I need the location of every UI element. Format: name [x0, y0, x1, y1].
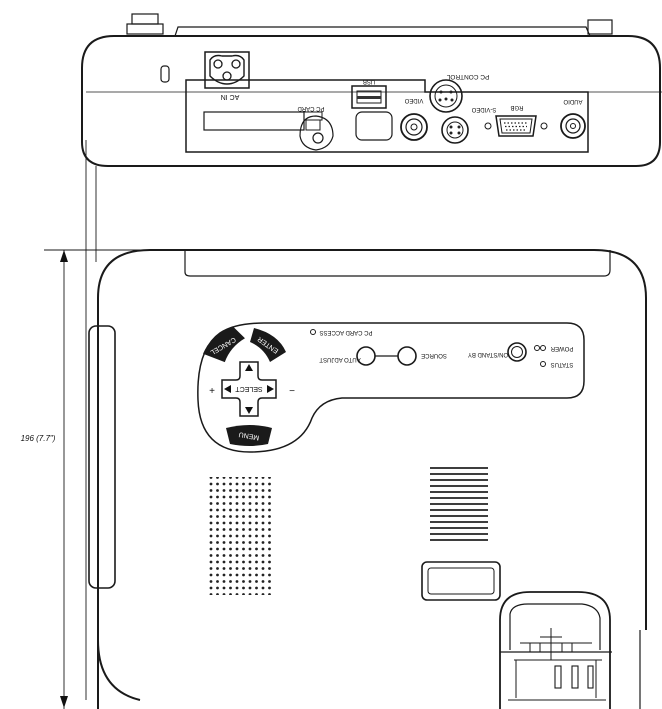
lamp-cover[interactable]: [421, 561, 501, 601]
pc-control-label: PC CONTROL: [446, 73, 489, 80]
connector-panel: [185, 79, 589, 153]
menu-button-label: MENU: [238, 430, 260, 440]
pc-card-slot[interactable]: [203, 111, 305, 131]
s-video-label: S-VIDEO: [471, 106, 496, 112]
top-rear-foot: [587, 19, 613, 35]
right-arrow-icon[interactable]: [267, 385, 274, 393]
auto-adjust-label: AUTO ADJUST: [319, 356, 361, 362]
ir-sensor-window: [355, 111, 393, 141]
pc-control-port[interactable]: [429, 79, 463, 113]
rear-view: AC IN PC CARD USB PC CONTROL: [81, 13, 662, 167]
rgb-port[interactable]: [484, 115, 548, 137]
s-video-port[interactable]: [441, 116, 469, 144]
minus-label: −: [289, 386, 295, 397]
menu-button[interactable]: MENU: [226, 425, 272, 446]
speaker-grille: [207, 477, 273, 595]
enter-button[interactable]: ENTER: [250, 328, 286, 362]
power-led: [534, 345, 540, 351]
source-button[interactable]: [397, 346, 417, 366]
pc-card-access-indicator: [312, 132, 324, 144]
select-dpad[interactable]: SELECT: [221, 361, 277, 417]
on-standby-button[interactable]: [507, 342, 527, 362]
dimension-lines: [44, 140, 184, 709]
on-standby-label: ON/STAND BY: [468, 351, 508, 357]
pc-card-access-led: [310, 329, 316, 335]
pc-card-label: PC CARD: [297, 105, 325, 111]
source-label: SOURCE: [421, 352, 447, 358]
audio-jack[interactable]: [560, 113, 586, 139]
cabinet-outline: [97, 249, 647, 709]
vent-slots: [430, 467, 488, 541]
down-arrow-icon[interactable]: [245, 407, 253, 414]
dimension-label: 196 (7.7"): [21, 434, 56, 443]
lens-assembly: [499, 591, 612, 709]
dimension-arrow-top: [60, 250, 68, 262]
rear-panel-outline: [81, 35, 661, 167]
dimension-arrow-bottom: [60, 696, 68, 708]
power-label: POWER: [550, 345, 573, 351]
rgb-label: RGB: [510, 104, 523, 110]
video-label: VIDEO: [404, 97, 423, 103]
usb-port[interactable]: [351, 85, 387, 109]
status-led: [540, 361, 546, 367]
top-view: CANCEL ENTER SELECT + − MENU PC CARD ACC…: [88, 249, 647, 709]
pc-card-access-label: PC CARD ACCESS: [319, 329, 372, 335]
auto-adjust-button[interactable]: [356, 346, 376, 366]
cancel-button[interactable]: CANCEL: [199, 324, 248, 365]
usb-label: USB: [363, 78, 375, 84]
power-led-2: [540, 345, 546, 351]
status-label: STATUS: [551, 361, 574, 367]
adjust-foot-knob: [126, 13, 164, 35]
video-jack[interactable]: [400, 113, 428, 141]
audio-label: AUDIO: [563, 98, 582, 104]
security-slot: [160, 65, 170, 83]
left-arrow-icon[interactable]: [224, 385, 231, 393]
ac-in-socket[interactable]: [204, 51, 250, 89]
select-label: SELECT: [235, 385, 263, 392]
plus-label: +: [209, 386, 215, 397]
up-arrow-icon[interactable]: [245, 364, 253, 371]
ac-in-label: AC IN: [221, 93, 240, 100]
carrying-handle[interactable]: [88, 325, 116, 589]
